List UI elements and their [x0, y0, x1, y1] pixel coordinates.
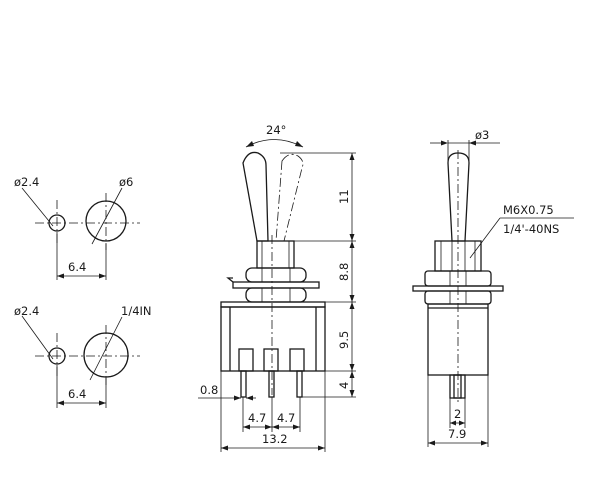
large-dia-leader [89, 316, 123, 381]
switch-body [220, 306, 326, 372]
large-dia-leader [91, 187, 123, 245]
side-pin-width-label: 2 [454, 407, 461, 421]
front-view: 24° [198, 123, 356, 452]
thread-leader [469, 217, 501, 259]
pin-right [296, 370, 303, 398]
thread-imperial-label: 1/4'-40NS [503, 222, 559, 236]
lever-angle-arc [245, 139, 304, 148]
large-dia-label: 1/4IN [121, 304, 152, 318]
lever-dashed [275, 153, 304, 242]
pin-width-label: 0.8 [200, 383, 218, 397]
bushing [256, 240, 295, 269]
hole-pattern-a: ø2.4 ø6 6.4 [14, 175, 140, 280]
side-lever [447, 152, 470, 242]
pin-left [240, 370, 247, 398]
spacing-label: 6.4 [68, 260, 86, 274]
lever-solid [242, 151, 269, 242]
pin-pitch-right-label: 4.7 [277, 411, 295, 425]
small-dia-leader [21, 315, 54, 360]
bushing-height-label: 8.8 [337, 263, 351, 281]
lever-angle-label: 24° [266, 123, 286, 137]
hole-pattern-b: ø2.4 1/4IN 6.4 [14, 304, 152, 408]
hex-nut [245, 267, 307, 283]
small-dia-label: ø2.4 [14, 304, 39, 318]
pin-length-label: 4 [337, 382, 351, 389]
washer [232, 281, 320, 289]
hex-nut-lower [245, 287, 307, 303]
small-dia-leader [21, 187, 54, 227]
large-dia-label: ø6 [119, 175, 133, 189]
tip-dia-label: ø3 [475, 128, 489, 142]
body-width-label: 13.2 [262, 432, 288, 446]
pin-center [268, 370, 275, 398]
small-dia-label: ø2.4 [14, 175, 39, 189]
pin-pitch-left-label: 4.7 [248, 411, 266, 425]
lever-height-label: 11 [337, 189, 351, 204]
body-height-label: 9.5 [337, 331, 351, 349]
thread-metric-label: M6X0.75 [503, 203, 554, 217]
side-view: ø3 M6X0.75 1/4'-40NS [412, 128, 574, 447]
side-body-width-label: 7.9 [448, 427, 466, 441]
spacing-label: 6.4 [68, 387, 86, 401]
side-pin [449, 374, 466, 399]
mounting-plate [220, 301, 326, 308]
